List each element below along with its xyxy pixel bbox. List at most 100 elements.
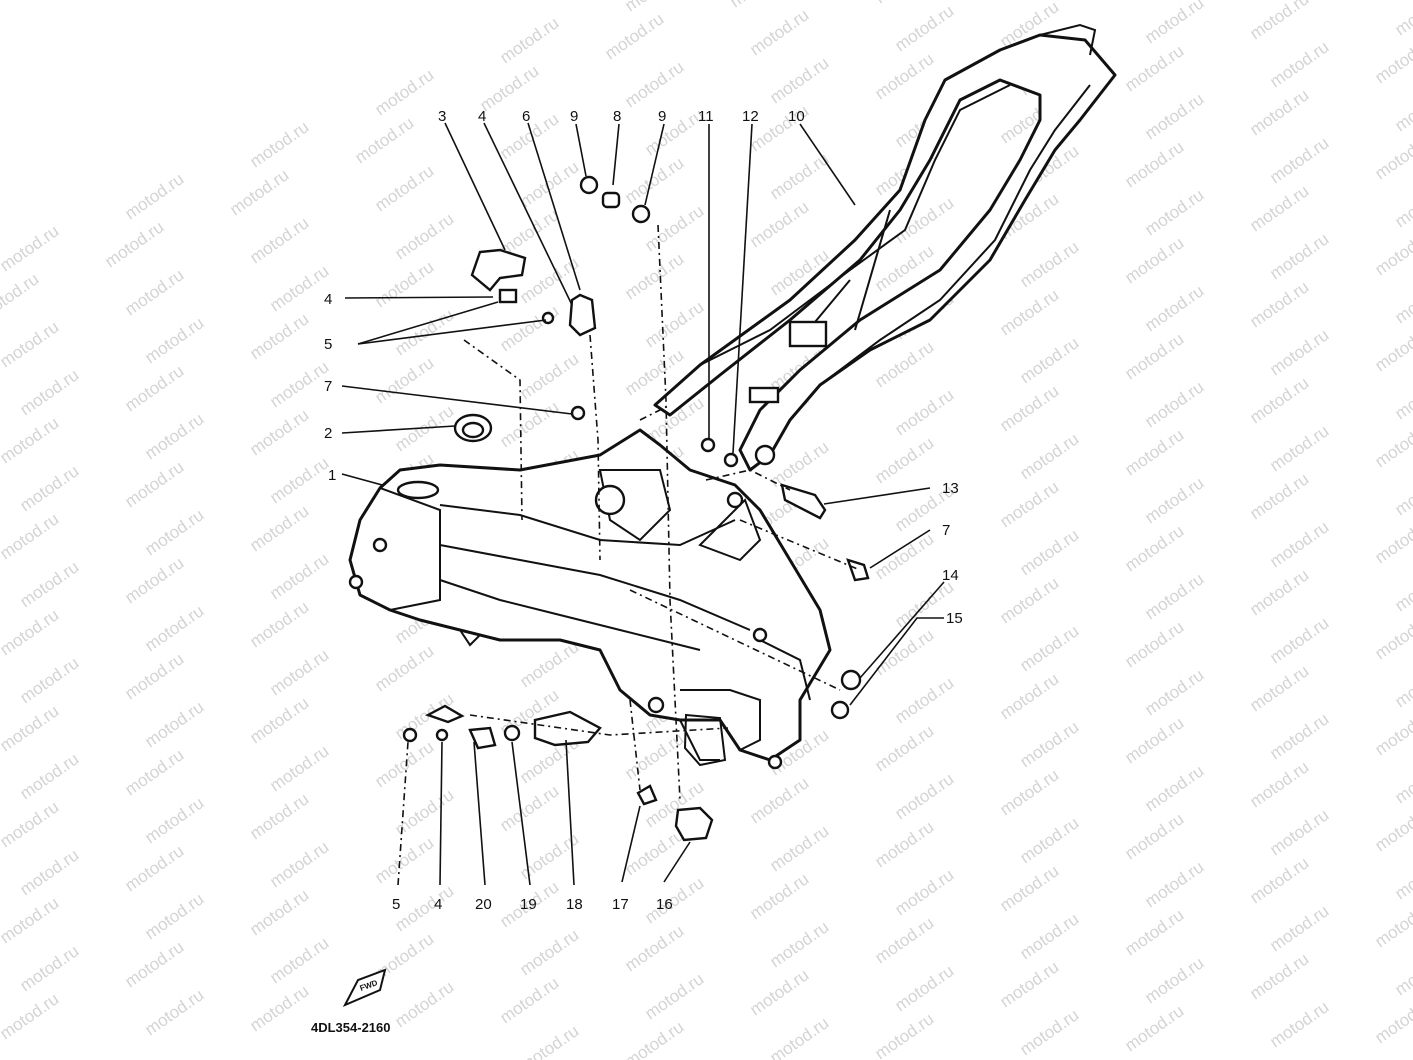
- watermark-text: motod.ru: [16, 941, 82, 995]
- watermark-text: motod.ru: [641, 969, 707, 1023]
- callout-c13: 13: [942, 480, 959, 497]
- callout-c4b: 4: [324, 291, 332, 308]
- watermark-text: motod.ru: [0, 605, 62, 659]
- watermark-text: motod.ru: [1246, 661, 1312, 715]
- watermark-text: motod.ru: [996, 285, 1062, 339]
- dashed-lines: [463, 224, 861, 801]
- callout-c6: 6: [522, 108, 530, 125]
- watermark-text: motod.ru: [0, 701, 62, 755]
- small-parts: [402, 175, 870, 842]
- watermark-text: motod.ru: [1141, 377, 1207, 431]
- watermark-text: motod.ru: [266, 549, 332, 603]
- watermark-text: motod.ru: [0, 269, 42, 323]
- callout-c11: 11: [698, 108, 714, 125]
- watermark-text: motod.ru: [0, 221, 62, 275]
- watermark-text: motod.ru: [871, 721, 937, 775]
- watermark-text: motod.ru: [246, 789, 312, 843]
- frame-drawing: [348, 23, 1117, 770]
- watermark-text: motod.ru: [1121, 329, 1187, 383]
- watermark-text: motod.ru: [121, 457, 187, 511]
- watermark-text: motod.ru: [1121, 1001, 1187, 1055]
- watermark-text: motod.ru: [371, 257, 437, 311]
- watermark-text: motod.ru: [621, 249, 687, 303]
- watermark-text: motod.ru: [1246, 949, 1312, 1003]
- callout-c1: 1: [328, 467, 336, 484]
- watermark-text: motod.ru: [516, 349, 582, 403]
- watermark-text: motod.ru: [726, 0, 792, 11]
- watermark-text: motod.ru: [1246, 85, 1312, 139]
- watermark-text: motod.ru: [891, 961, 957, 1015]
- watermark-text: motod.ru: [871, 1009, 937, 1060]
- watermark-text: motod.ru: [891, 865, 957, 919]
- watermark-text: motod.ru: [1266, 517, 1332, 571]
- watermark-text: motod.ru: [996, 669, 1062, 723]
- watermark-text: motod.ru: [1391, 369, 1413, 423]
- watermark-text: motod.ru: [621, 57, 687, 111]
- watermark-text: motod.ru: [871, 529, 937, 583]
- watermark-text: motod.ru: [871, 433, 937, 487]
- watermark-text: motod.ru: [1016, 621, 1082, 675]
- watermark-text: motod.ru: [246, 597, 312, 651]
- watermark-text: motod.ru: [1246, 565, 1312, 619]
- watermark-text: motod.ru: [746, 5, 812, 59]
- watermark-text: motod.ru: [1371, 993, 1413, 1047]
- watermark-text: motod.ru: [746, 965, 812, 1019]
- watermark-text: motod.ru: [621, 825, 687, 879]
- watermark-text: motod.ru: [1121, 713, 1187, 767]
- watermark-text: motod.ru: [1371, 801, 1413, 855]
- watermark-text: motod.ru: [1141, 761, 1207, 815]
- watermark-text: motod.ru: [1371, 513, 1413, 567]
- watermark-text: motod.ru: [746, 869, 812, 923]
- watermark-text: motod.ru: [16, 845, 82, 899]
- watermark-text: motod.ru: [121, 745, 187, 799]
- watermark-text: motod.ru: [1141, 185, 1207, 239]
- watermark-text: motod.ru: [621, 153, 687, 207]
- watermark-text: motod.ru: [1391, 561, 1413, 615]
- watermark-text: motod.ru: [1266, 421, 1332, 475]
- watermark-text: motod.ru: [266, 453, 332, 507]
- watermark-text: motod.ru: [121, 553, 187, 607]
- watermark-text: motod.ru: [121, 265, 187, 319]
- watermark-text: motod.ru: [121, 649, 187, 703]
- callout-c7a: 7: [324, 378, 332, 395]
- watermark-text: motod.ru: [141, 409, 207, 463]
- callout-c8: 8: [613, 108, 621, 125]
- callout-c20: 20: [475, 896, 492, 913]
- watermark-text: motod.ru: [141, 985, 207, 1039]
- callout-c12: 12: [742, 108, 759, 125]
- callout-c5b: 5: [392, 896, 400, 913]
- watermark-text: motod.ru: [621, 1017, 687, 1060]
- watermark-text: motod.ru: [1246, 853, 1312, 907]
- watermark-text: motod.ru: [621, 921, 687, 975]
- watermark-text: motod.ru: [996, 573, 1062, 627]
- watermark-text: motod.ru: [496, 301, 562, 355]
- watermark-text: motod.ru: [1391, 81, 1413, 135]
- watermark-text: motod.ru: [1266, 229, 1332, 283]
- diagram-code: 4DL354-2160: [311, 1020, 391, 1035]
- watermark-text: motod.ru: [246, 405, 312, 459]
- watermark-text: motod.ru: [1141, 473, 1207, 527]
- watermark-text: motod.ru: [1371, 705, 1413, 759]
- watermark-text: motod.ru: [1121, 137, 1187, 191]
- watermark-text: motod.ru: [1371, 417, 1413, 471]
- watermark-text: motod.ru: [246, 693, 312, 747]
- watermark-text: motod.ru: [371, 833, 437, 887]
- watermark-text: motod.ru: [1266, 997, 1332, 1051]
- watermark-text: motod.ru: [371, 353, 437, 407]
- watermark-text: motod.ru: [121, 937, 187, 991]
- watermark-text: motod.ru: [0, 317, 62, 371]
- watermark-text: motod.ru: [996, 477, 1062, 531]
- callout-c10: 10: [788, 108, 805, 125]
- watermark-text: motod.ru: [141, 697, 207, 751]
- callout-c7b: 7: [942, 522, 950, 539]
- watermark-text: motod.ru: [1016, 429, 1082, 483]
- watermark-text: motod.ru: [1016, 1005, 1082, 1059]
- watermark-text: motod.ru: [746, 773, 812, 827]
- watermark-text: motod.ru: [516, 157, 582, 211]
- watermark-text: motod.ru: [266, 645, 332, 699]
- watermark-text: motod.ru: [266, 357, 332, 411]
- watermark-text: motod.ru: [1016, 237, 1082, 291]
- watermark-text: motod.ru: [266, 933, 332, 987]
- watermark-text: motod.ru: [496, 781, 562, 835]
